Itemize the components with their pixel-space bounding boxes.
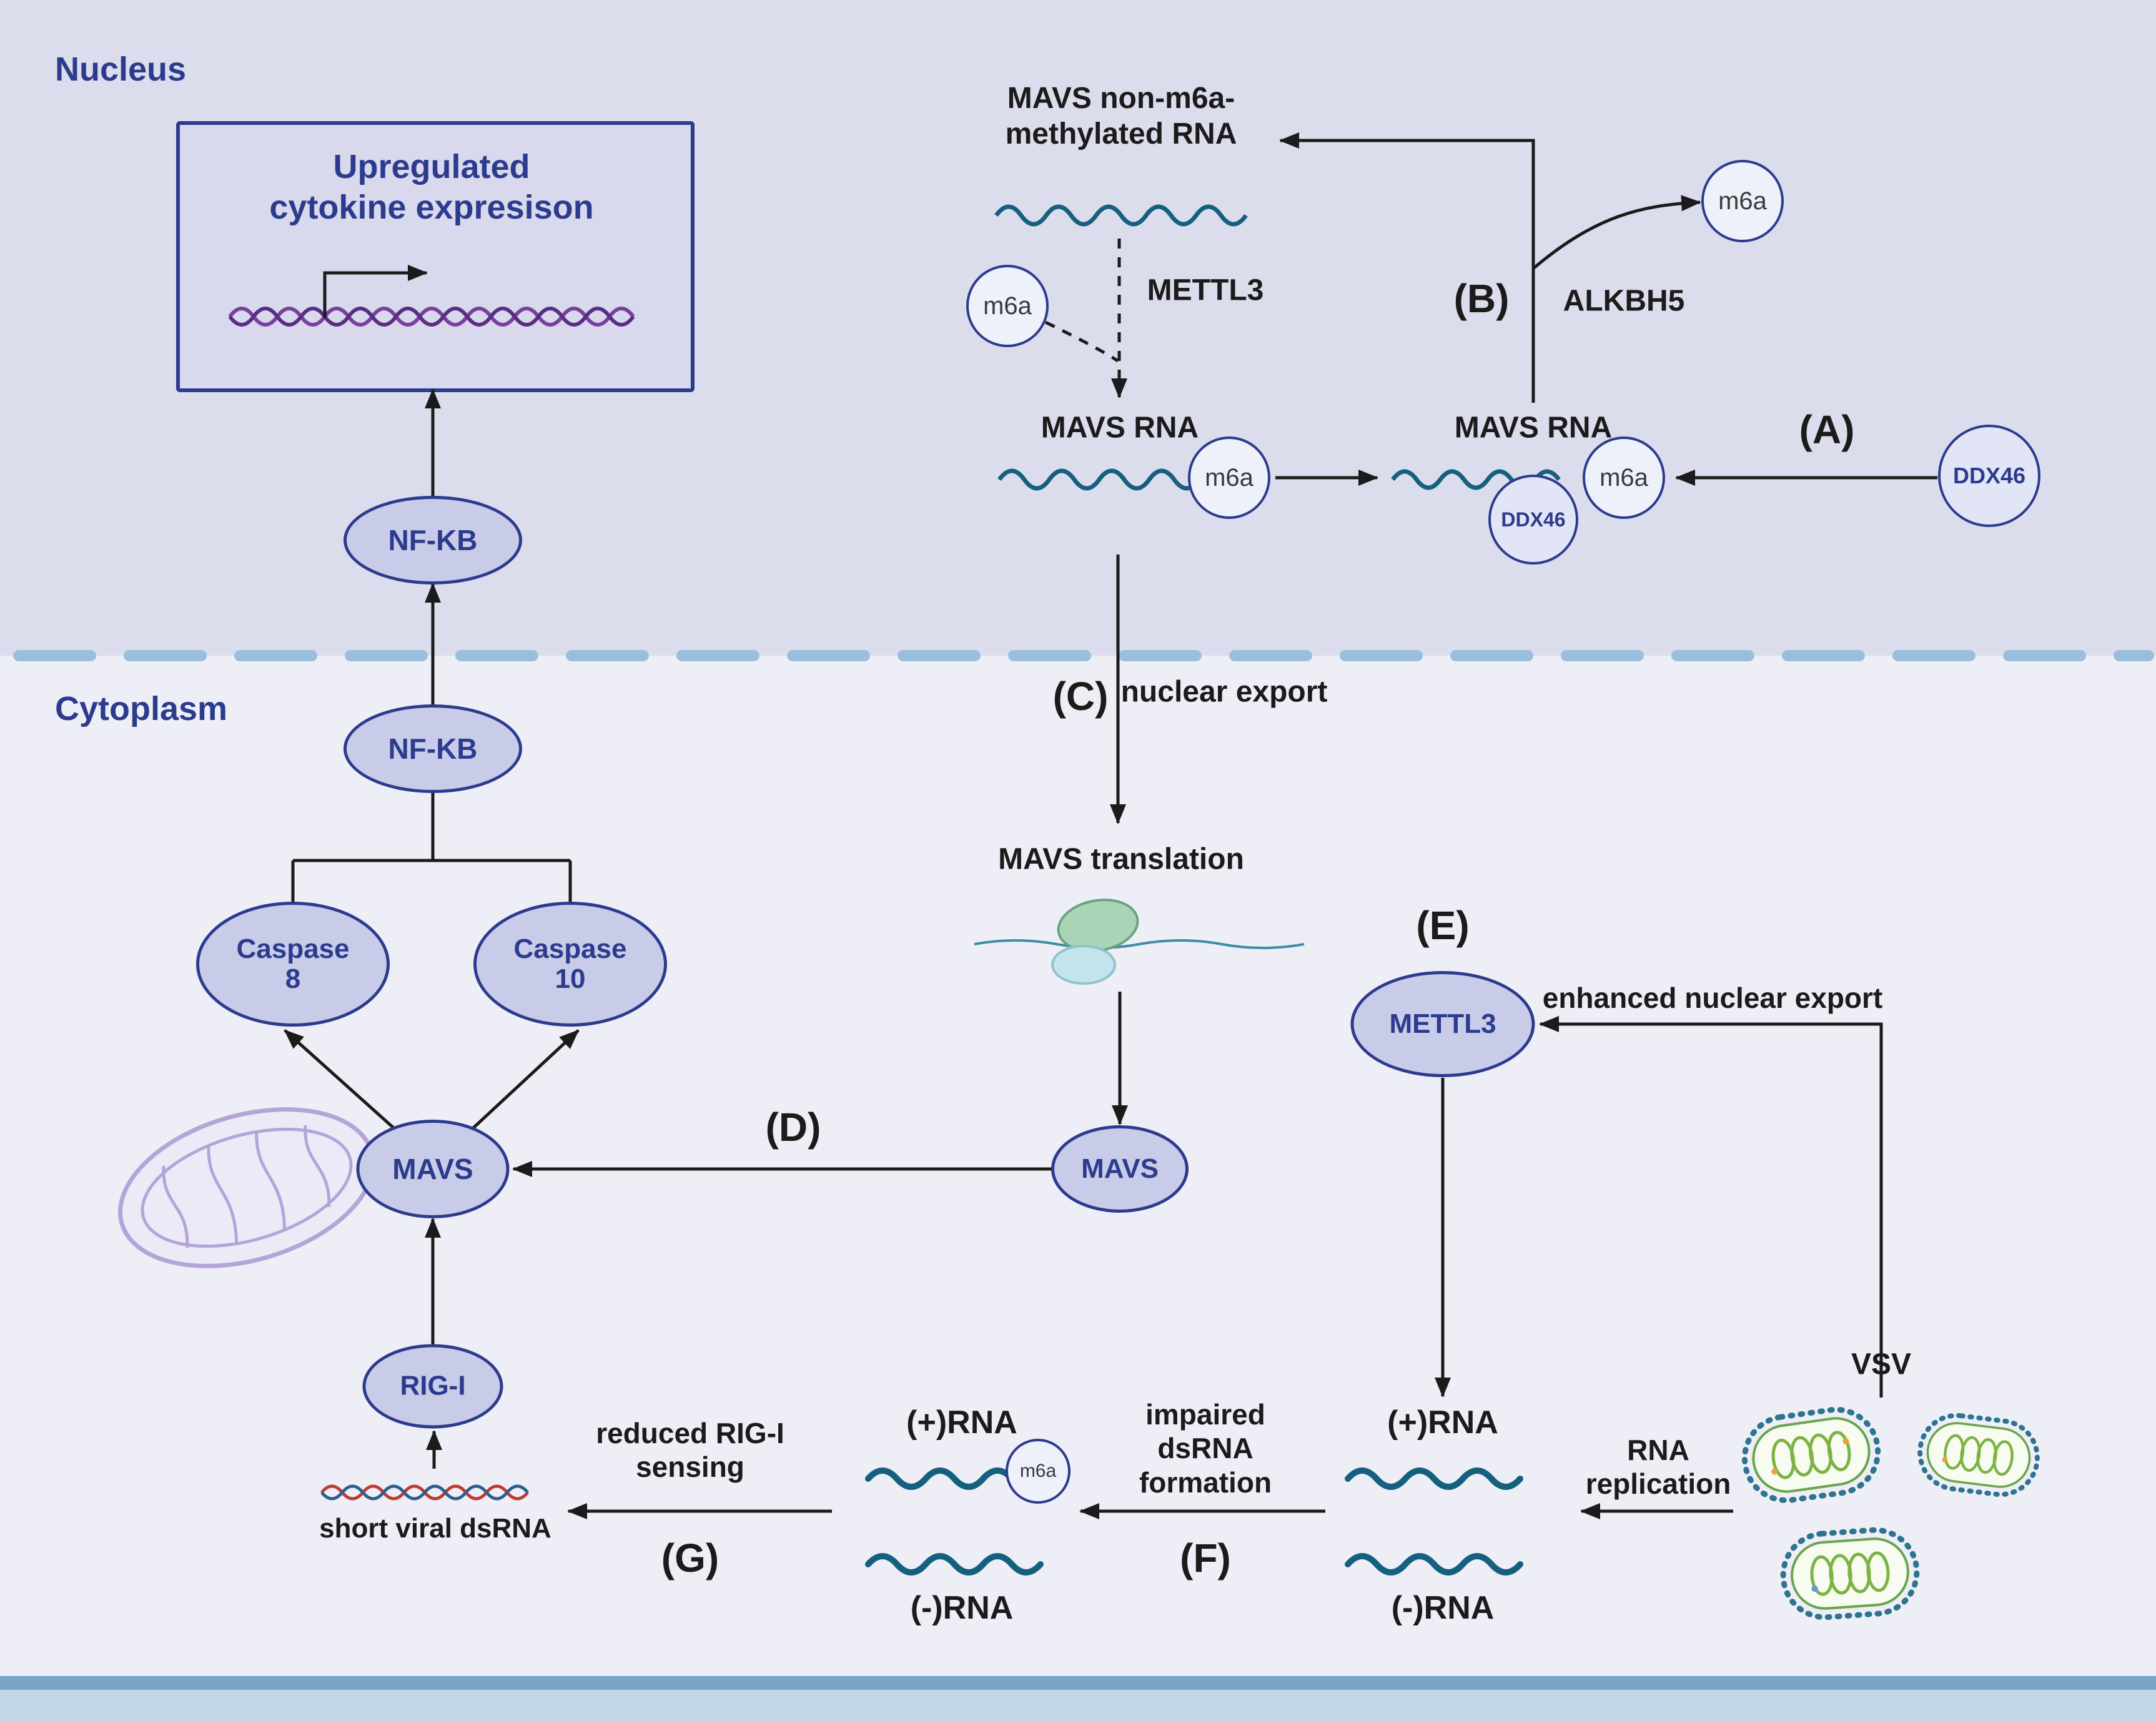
label-a: (A) [1799, 407, 1855, 452]
cytokine-box-title-line2: cytokine expresison [269, 188, 594, 226]
cytokine-box-title: Upregulated cytokine expresison [269, 147, 593, 228]
ddx46-free-badge: DDX46 [1938, 425, 2040, 527]
m6a-left-label: m6a [1205, 463, 1254, 491]
vsv-label: VSV [1851, 1348, 1912, 1381]
dna-helix-strand1 [228, 307, 635, 327]
arrow-mavs-to-caspase10 [472, 1029, 580, 1129]
m6a-right-label: m6a [1600, 463, 1648, 491]
mettl3-nucleus-label: METTL3 [1147, 274, 1264, 307]
ddx46-bound-badge: DDX46 [1488, 475, 1578, 565]
cytokine-expression-box [176, 121, 695, 392]
m6a-badge-mavs-right: m6a [1583, 436, 1665, 519]
transcription-start-arrow [323, 265, 428, 318]
mettl3-cytoplasm-ellipse: METTL3 [1350, 971, 1535, 1077]
label-c: (C) [1052, 674, 1109, 719]
non-m6a-rna-wave [994, 204, 1248, 227]
nfkb-cytoplasm-ellipse: NF-KB [344, 704, 522, 793]
mavs-translated-label: MAVS [1081, 1153, 1159, 1184]
mavs-rna-right-label: MAVS RNA [1454, 411, 1613, 445]
m6a-plus-rna-label: m6a [1019, 1461, 1057, 1481]
dsrna-strand-blue [320, 1484, 529, 1501]
nuclear-export-label: nuclear export [1120, 675, 1328, 709]
mavs-rna-left-wave [997, 468, 1201, 491]
vsv-virion-1 [1741, 1406, 1881, 1504]
mavs-rna-left-label: MAVS RNA [1041, 411, 1199, 445]
mavs-main-label: MAVS [392, 1152, 473, 1185]
reduced-sensing-label: reduced RIG-I sensing [596, 1417, 784, 1484]
label-e: (E) [1416, 903, 1470, 948]
ddx46-free-label: DDX46 [1952, 463, 2026, 488]
arrow-mavs-to-caspase8 [284, 1029, 395, 1129]
m6a-badge-plus-rna: m6a [1006, 1439, 1071, 1504]
label-b: (B) [1453, 276, 1510, 321]
minus-rna-mid-wave [865, 1553, 1044, 1576]
arrow-b-m6a-release [1532, 195, 1701, 270]
arrow-b-alkbh5-demethylation [1279, 132, 1535, 403]
plus-rna-right-wave [1345, 1467, 1523, 1490]
arrow-enhanced-export [1539, 1016, 1883, 1398]
minus-rna-right-label: (-)RNA [1391, 1590, 1495, 1626]
nucleus-label: Nucleus [55, 51, 187, 88]
ribosome [974, 899, 1305, 985]
m6a-released-label: m6a [1718, 187, 1767, 215]
mavs-translated-ellipse: MAVS [1051, 1125, 1189, 1213]
minus-rna-right-wave [1345, 1553, 1523, 1576]
plus-rna-mid-label: (+)RNA [906, 1404, 1017, 1441]
impaired-dsrna-label: impaired dsRNA formation [1139, 1398, 1272, 1499]
plus-rna-right-label: (+)RNA [1387, 1404, 1498, 1441]
m6a-badge-mavs-left: m6a [1188, 436, 1270, 519]
label-f: (F) [1180, 1536, 1231, 1580]
enhanced-export-label: enhanced nuclear export [1542, 982, 1883, 1014]
cell-membrane-band [0, 1690, 2156, 1721]
caspase8-ellipse: Caspase 8 [196, 902, 390, 1027]
m6a-badge-free: m6a [966, 265, 1049, 347]
nfkb-nucleus-ellipse: NF-KB [344, 496, 522, 584]
alkbh5-label: ALKBH5 [1563, 284, 1685, 318]
caspase10-label: Caspase 10 [513, 933, 627, 994]
vsv-virion-2 [1917, 1413, 2040, 1497]
mavs-non-m6a-label: MAVS non-m6a-methylated RNA [1005, 82, 1237, 150]
nfkb-cytoplasm-label: NF-KB [388, 732, 478, 765]
vsv-virion-3 [1780, 1527, 1920, 1620]
curve-m6a-to-mettl3-dashed [1044, 320, 1119, 363]
label-g: (G) [661, 1536, 719, 1580]
rigi-ellipse: RIG-I [362, 1344, 503, 1429]
m6a-free-label: m6a [983, 292, 1032, 320]
mitochondrion [118, 1107, 375, 1268]
caspase8-label: Caspase 8 [236, 933, 350, 994]
rna-replication-label: RNA replication [1585, 1434, 1731, 1501]
dna-helix-strand2 [228, 307, 635, 327]
mavs-translation-label: MAVS translation [998, 842, 1244, 876]
short-dsrna-label: short viral dsRNA [319, 1513, 551, 1544]
label-d: (D) [765, 1105, 821, 1150]
mettl3-cytoplasm-label: METTL3 [1389, 1008, 1496, 1039]
rigi-label: RIG-I [400, 1370, 466, 1401]
connector-nfkb-caspases [291, 791, 572, 904]
nfkb-nucleus-label: NF-KB [388, 523, 478, 556]
cell-membrane-outer-line [0, 1676, 2156, 1690]
caspase10-ellipse: Caspase 10 [473, 902, 667, 1027]
minus-rna-mid-label: (-)RNA [910, 1590, 1014, 1626]
mavs-main-ellipse: MAVS [356, 1120, 510, 1218]
cytokine-box-title-line1: Upregulated [333, 148, 530, 185]
cytoplasm-label: Cytoplasm [55, 690, 228, 727]
ddx46-bound-label: DDX46 [1501, 508, 1566, 531]
m6a-badge-released: m6a [1701, 160, 1784, 242]
